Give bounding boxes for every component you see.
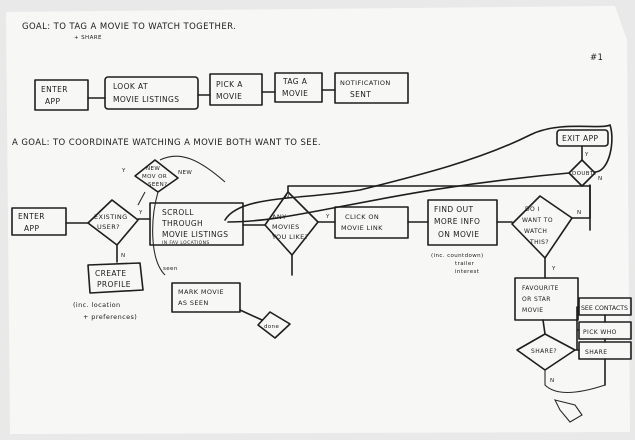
svg-text:FIND OUT: FIND OUT [434,205,473,214]
svg-text:OR STAR: OR STAR [522,296,551,303]
svg-text:ENTER: ENTER [18,212,45,221]
svg-text:USER?: USER? [97,223,120,231]
svg-text:NOTIFICATION: NOTIFICATION [340,79,391,87]
svg-text:SHARE: SHARE [585,349,607,356]
flow1-tag-movie: TAG A MOVIE [274,72,323,103]
connectors [544,185,591,279]
svg-text:MOVIES: MOVIES [272,223,300,231]
label-n: N [577,210,582,216]
svg-text:PICK WHO: PICK WHO [583,329,617,336]
svg-text:MOVIE LINK: MOVIE LINK [341,224,383,232]
label-y: Y [121,168,126,174]
svg-text:SEEN?: SEEN? [148,182,167,188]
label-n: N [598,176,603,182]
connectors [287,185,591,276]
info-note: trailer [455,261,475,267]
arrow [239,309,263,321]
label-y: Y [551,266,556,272]
label-n: N [121,253,126,259]
svg-text:ENTER: ENTER [41,85,68,94]
share-connectors [574,306,606,386]
flow1-look-at-listings: LOOK AT MOVIE LISTINGS [104,76,199,110]
flow1-pick-movie: PICK A MOVIE [209,73,263,106]
svg-text:PROFILE: PROFILE [97,280,131,289]
svg-text:APP: APP [45,97,60,106]
goal-1-title: GOAL: TO TAG A MOVIE TO WATCH TOGETHER. [22,22,236,32]
label-y: Y [584,152,589,158]
info-note: (inc. countdown) [431,253,484,259]
svg-text:CLICK ON: CLICK ON [345,213,379,221]
svg-text:SHARE?: SHARE? [531,348,557,355]
new-seen-connectors [137,155,226,276]
loop-connectors [224,124,613,223]
label-y: Y [325,214,330,220]
svg-text:PICK A: PICK A [216,80,243,89]
svg-text:MOVIE: MOVIE [282,89,308,98]
svg-text:DO I: DO I [525,206,540,213]
goal-1-annotation: + SHARE [74,35,102,41]
svg-text:done: done [264,324,280,330]
svg-text:SCROLL: SCROLL [162,208,194,217]
info-note: interest [455,269,480,275]
create-profile-box: CREATE PROFILE [87,262,144,294]
svg-text:SEE CONTACTS: SEE CONTACTS [581,305,628,312]
label-y: Y [138,210,143,216]
scribble [544,370,606,423]
label-n: N [550,378,555,384]
svg-text:ANY: ANY [272,213,286,221]
flow1-notification-sent: NOTIFICATION SENT [334,72,409,104]
page-number: #1 [590,53,603,63]
svg-text:AS SEEN: AS SEEN [178,299,209,307]
profile-note: + preferences) [83,313,137,321]
see-contacts-box: SEE CONTACTS [578,297,632,316]
svg-text:THROUGH: THROUGH [161,219,203,228]
svg-text:APP: APP [24,224,39,233]
favourite-box: FAVOURITE OR STAR MOVIE [514,277,579,321]
pick-who-box: PICK WHO [578,321,632,340]
done-terminal: done [257,311,291,339]
svg-text:IN FAV LOCATIONS: IN FAV LOCATIONS [162,240,210,246]
svg-text:ON MOVIE: ON MOVIE [438,230,479,239]
svg-text:MOVIE LISTINGS: MOVIE LISTINGS [113,95,179,104]
paper [6,6,630,434]
svg-text:SENT: SENT [350,90,371,99]
svg-text:MOVIE: MOVIE [216,92,242,101]
svg-text:DOUBT?: DOUBT? [572,171,597,177]
flow1-arrows [87,89,336,99]
svg-text:EXISTING: EXISTING [94,213,128,221]
svg-text:MOV OR: MOV OR [142,174,167,180]
flow1-enter-app: ENTER APP [34,79,89,111]
label-seen: seen [163,266,178,272]
svg-text:YOU LIKE?: YOU LIKE? [271,233,309,241]
share-box: SHARE [578,341,632,360]
mark-seen-box: MARK MOVIE AS SEEN [171,282,241,313]
svg-text:MOVIE LISTINGS: MOVIE LISTINGS [162,230,228,239]
svg-text:MORE INFO: MORE INFO [434,217,480,226]
connector [542,319,546,335]
goal-2-title: A GOAL: TO COORDINATE WATCHING A MOVIE B… [12,138,321,148]
svg-text:CREATE: CREATE [95,269,126,278]
svg-text:FAVOURITE: FAVOURITE [522,285,559,292]
svg-text:THIS?: THIS? [529,239,549,246]
label-new: NEW [178,170,192,176]
svg-text:WATCH: WATCH [524,228,547,235]
svg-text:EXIT APP: EXIT APP [562,134,599,143]
enter-app-box: ENTER APP [11,207,67,236]
svg-text:LOOK AT: LOOK AT [113,82,148,91]
arrows [116,218,151,263]
svg-text:MOVIE: MOVIE [522,307,543,314]
svg-text:TAG A: TAG A [282,77,308,86]
profile-note: (inc. location [73,301,121,309]
scroll-listings-box: SCROLL THROUGH MOVIE LISTINGS IN FAV LOC… [149,202,244,246]
svg-text:MARK MOVIE: MARK MOVIE [178,288,224,296]
label-n: N [285,194,290,200]
svg-text:WANT TO: WANT TO [522,217,553,224]
svg-text:NEW: NEW [146,166,160,172]
